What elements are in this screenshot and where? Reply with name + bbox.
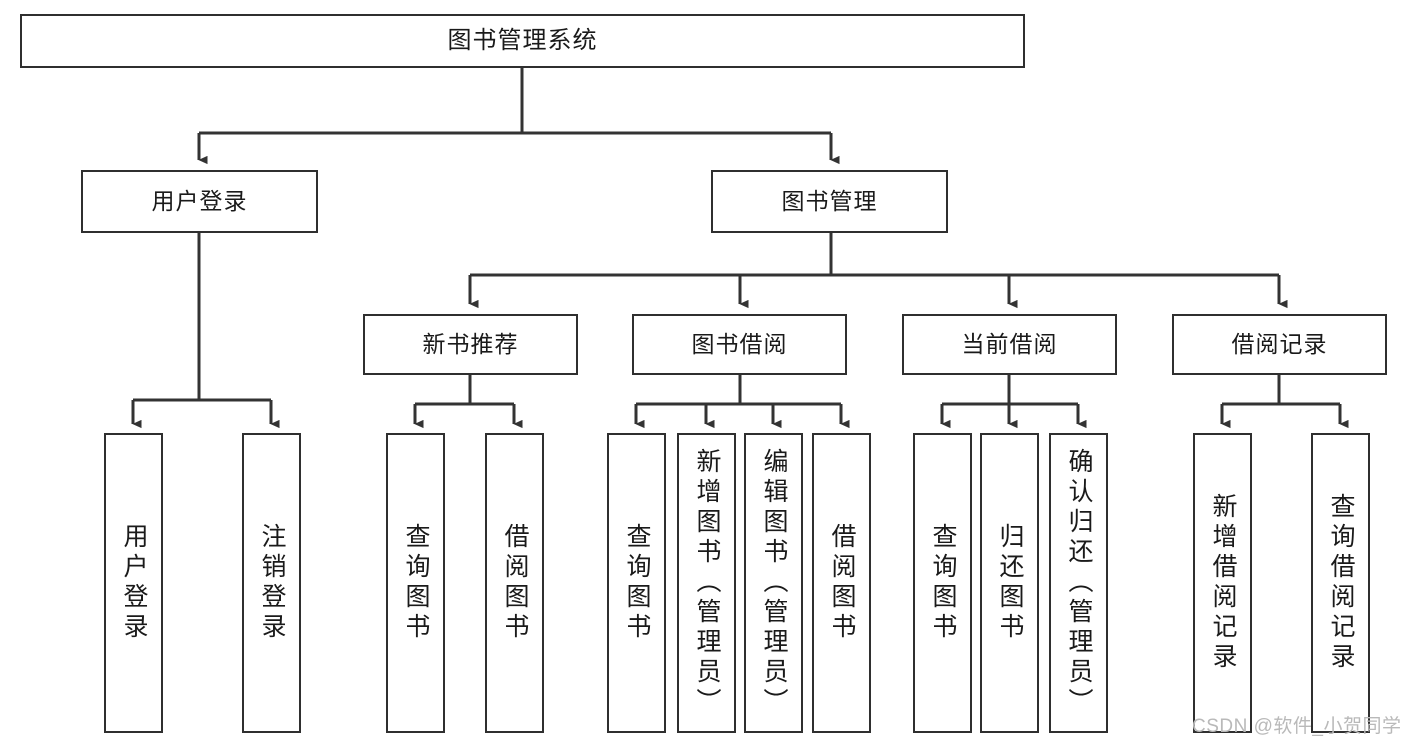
node-label: 用户登录	[151, 187, 248, 214]
node-label: 借阅记录	[1231, 330, 1328, 357]
node-label: 借阅图书	[501, 523, 529, 643]
node-current-borrow[interactable]: 当前借阅	[902, 314, 1117, 375]
node-label: 查询图书	[929, 523, 957, 643]
leaf-logout-login[interactable]: 注销登录	[242, 433, 301, 733]
node-label: 借阅图书	[828, 523, 856, 643]
leaf-add-borrow-record[interactable]: 新增借阅记录	[1193, 433, 1252, 733]
leaf-edit-book-admin[interactable]: 编辑图书（管理员）	[744, 433, 803, 733]
node-label: 用户登录	[120, 523, 148, 643]
node-user-login[interactable]: 用户登录	[81, 170, 318, 233]
node-label: 编辑图书（管理员）	[760, 448, 788, 718]
node-book-borrow[interactable]: 图书借阅	[632, 314, 847, 375]
node-label: 归还图书	[996, 523, 1024, 643]
leaf-query-book-borrow[interactable]: 查询图书	[607, 433, 666, 733]
leaf-return-book[interactable]: 归还图书	[980, 433, 1039, 733]
leaf-add-book-admin[interactable]: 新增图书（管理员）	[677, 433, 736, 733]
node-label: 查询借阅记录	[1327, 493, 1355, 673]
node-label: 新增借阅记录	[1209, 493, 1237, 673]
node-label: 新书推荐	[422, 330, 519, 357]
leaf-user-login[interactable]: 用户登录	[104, 433, 163, 733]
leaf-query-book-current[interactable]: 查询图书	[913, 433, 972, 733]
node-label: 确认归还（管理员）	[1065, 448, 1093, 718]
node-label: 图书管理系统	[447, 26, 598, 54]
node-label: 图书借阅	[691, 330, 788, 357]
node-label: 查询图书	[402, 523, 430, 643]
leaf-borrow-book[interactable]: 借阅图书	[812, 433, 871, 733]
node-label: 当前借阅	[961, 330, 1058, 357]
node-borrow-record[interactable]: 借阅记录	[1172, 314, 1387, 375]
node-root-book-management-system[interactable]: 图书管理系统	[20, 14, 1025, 68]
leaf-query-borrow-record[interactable]: 查询借阅记录	[1311, 433, 1370, 733]
leaf-confirm-return-admin[interactable]: 确认归还（管理员）	[1049, 433, 1108, 733]
leaf-query-book-recommendation[interactable]: 查询图书	[386, 433, 445, 733]
node-label: 注销登录	[258, 523, 286, 643]
leaf-borrow-book-recommendation[interactable]: 借阅图书	[485, 433, 544, 733]
node-book-management[interactable]: 图书管理	[711, 170, 948, 233]
node-label: 查询图书	[623, 523, 651, 643]
node-label: 新增图书（管理员）	[693, 448, 721, 718]
node-label: 图书管理	[781, 187, 878, 214]
node-new-book-recommendation[interactable]: 新书推荐	[363, 314, 578, 375]
